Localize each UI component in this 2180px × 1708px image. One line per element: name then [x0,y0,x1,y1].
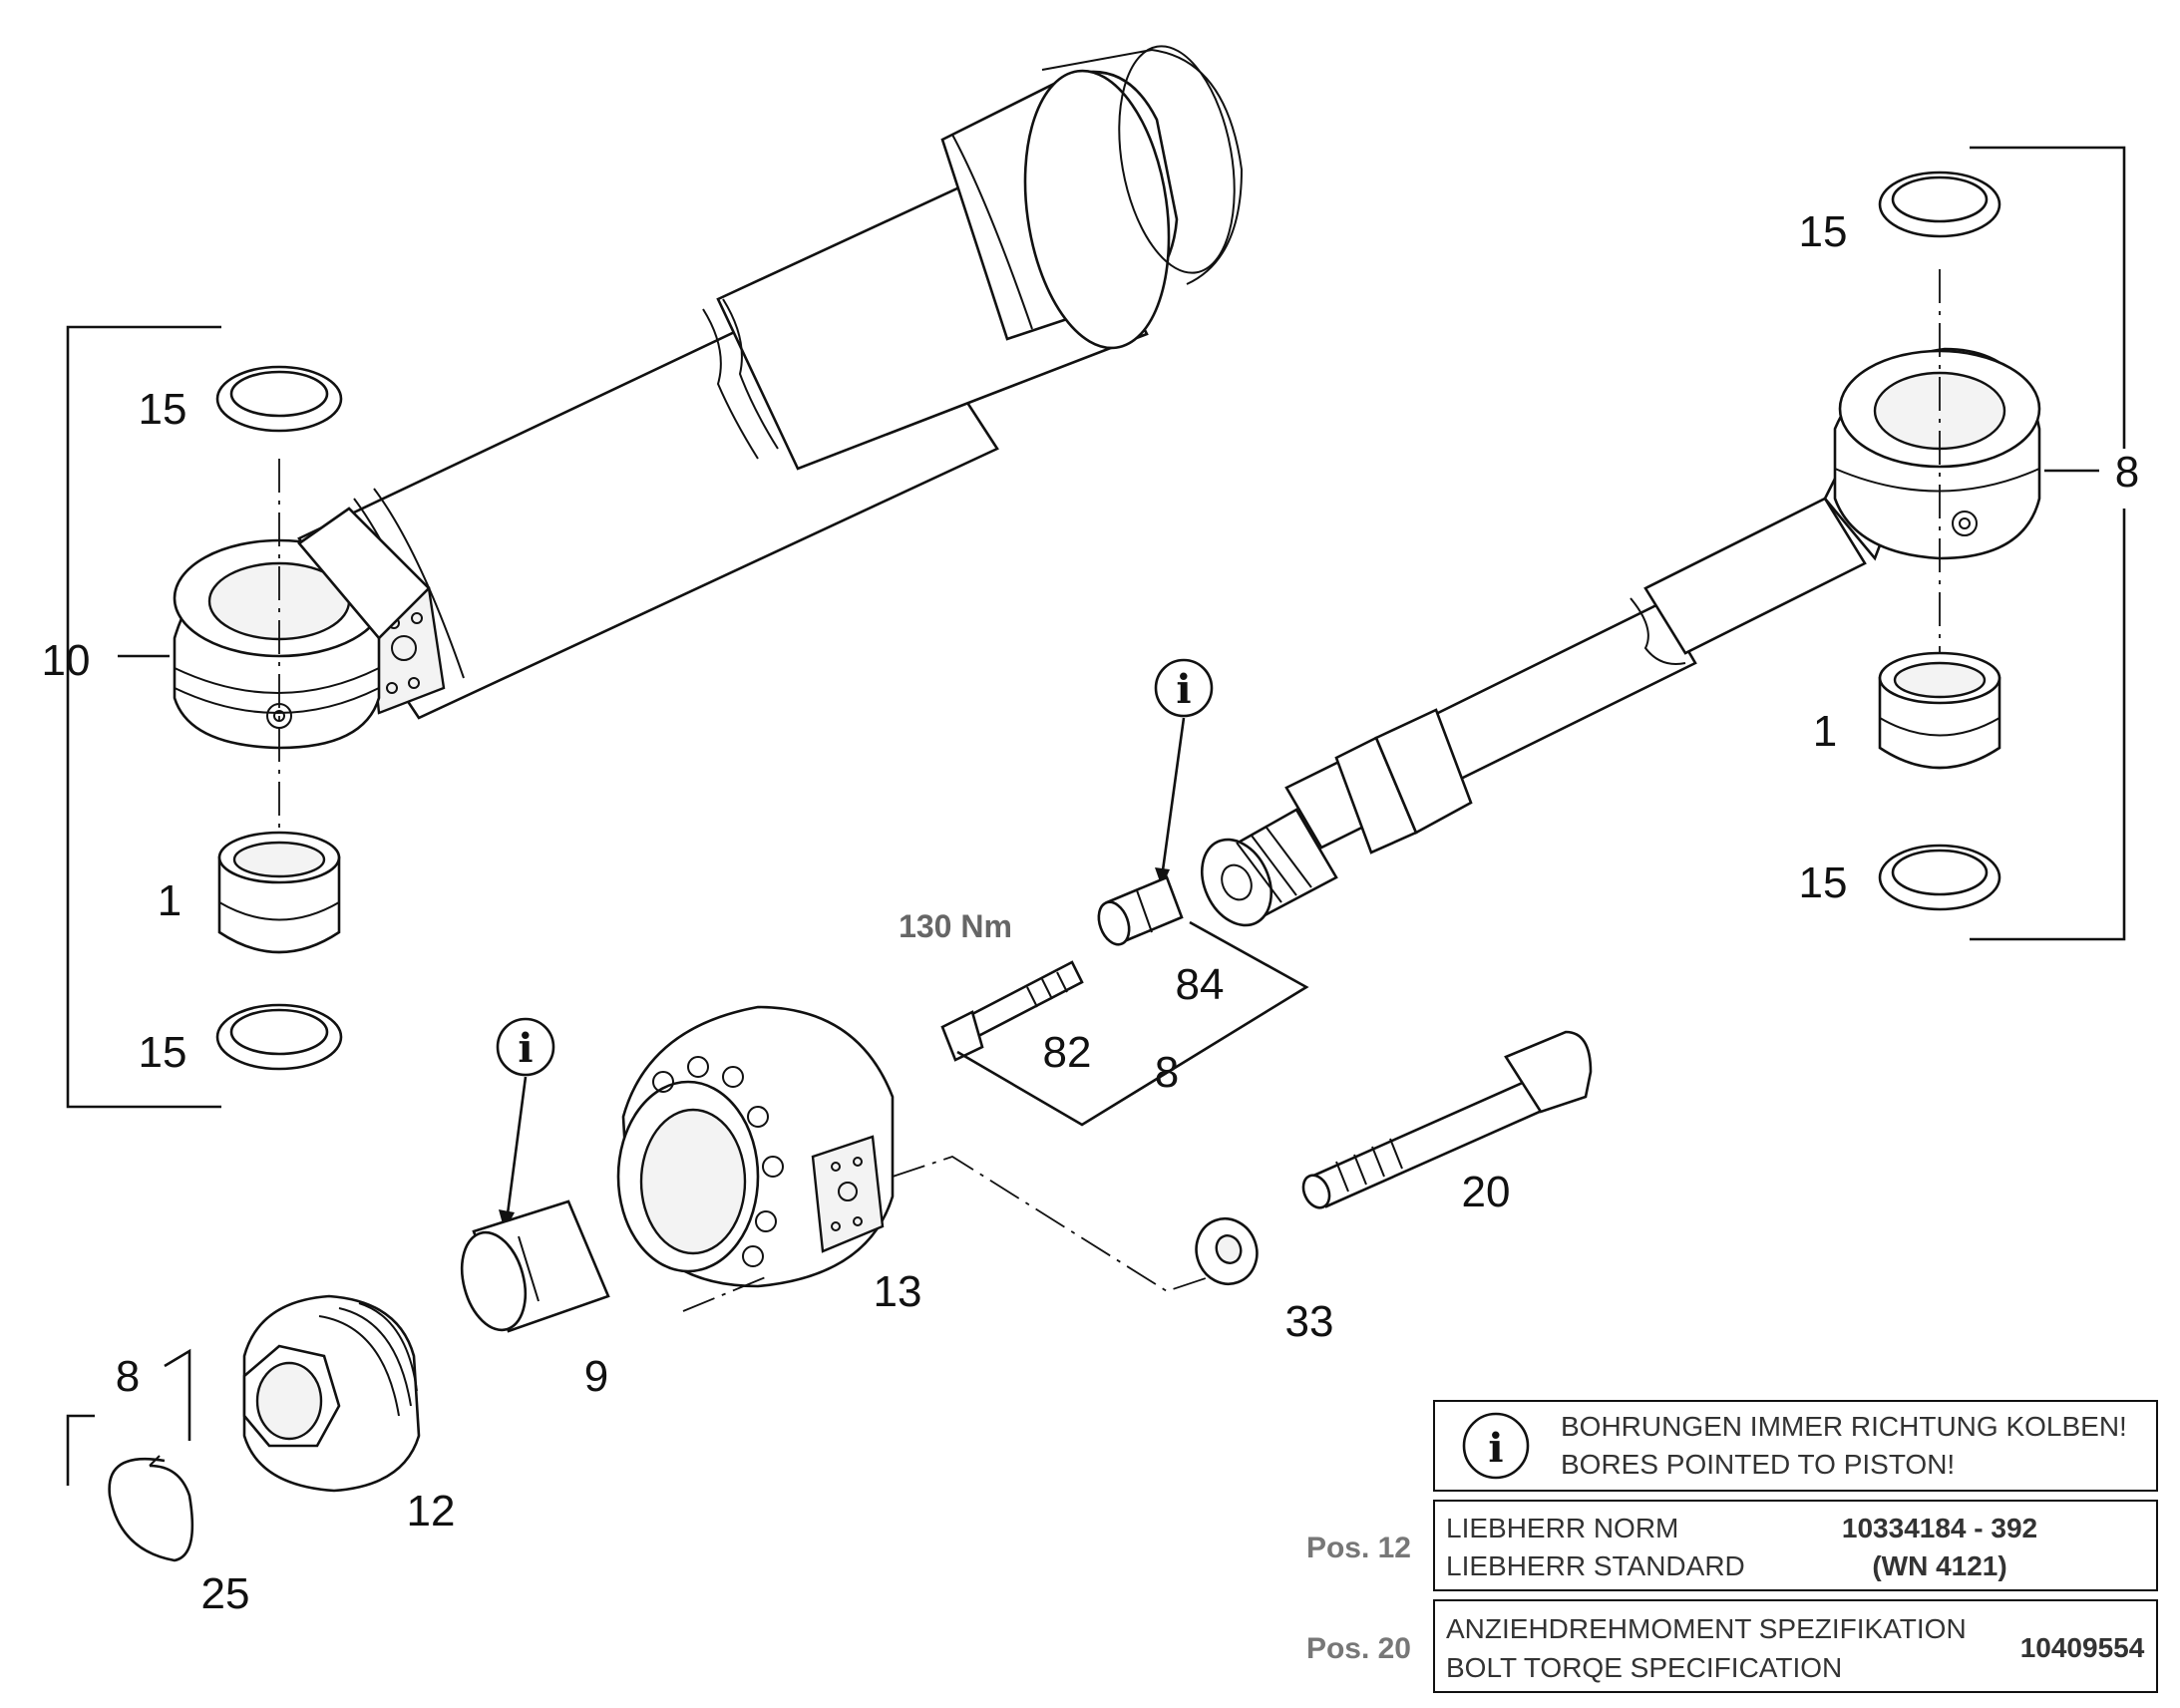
left-kit-bracket-a [66,1414,95,1486]
cylinder-barrel [297,45,1244,720]
right-bottom-ring [1878,844,2001,911]
callout-8-left: 8 [116,1352,140,1401]
info-note-line1: BOHRUNGEN IMMER RICHTUNG KOLBEN! [1561,1411,2127,1442]
callout-12: 12 [407,1487,456,1536]
piston-12 [242,1294,421,1493]
right-bracket [1970,146,2126,941]
callout-15-left-top: 15 [139,385,187,434]
pos20-label: Pos. 20 [1306,1632,1411,1665]
left-top-ring [215,365,343,433]
pos12-line2: LIEBHERR STANDARD [1446,1550,1745,1581]
info-note-line2: BORES POINTED TO PISTON! [1561,1449,1955,1480]
pos12-line1: LIEBHERR NORM [1446,1513,1678,1543]
callout-8-right: 8 [2115,448,2139,497]
center-kit-bracket [956,920,1309,1127]
callout-25: 25 [201,1569,250,1618]
svg-text:i: i [1176,666,1191,713]
bolt-82 [940,960,1084,1062]
callout-8-center: 8 [1155,1048,1179,1097]
bushing-9 [460,1199,610,1333]
callout-82: 82 [1043,1028,1092,1077]
left-bushing [217,831,341,954]
pos20-note: Pos. 20 ANZIEHDREHMOMENT SPEZIFIKATION B… [1306,1599,2158,1693]
pos12-value2: (WN 4121) [1872,1550,2006,1581]
pos20-line1: ANZIEHDREHMOMENT SPEZIFIKATION [1446,1613,1967,1644]
cylinder-head-13 [616,1005,895,1288]
right-top-ring [1878,171,2001,238]
left-kit-bracket-b [164,1348,191,1441]
callout-15-left-bottom: 15 [139,1028,187,1077]
nut-84 [1097,875,1184,946]
circlip-25 [108,1455,194,1562]
callout-20: 20 [1462,1168,1511,1216]
bolt-20 [1301,1030,1593,1209]
info-symbol-top: i [1154,658,1214,887]
piston-rod [1201,497,1867,927]
svg-text:i: i [518,1025,533,1072]
right-bearing-eye [1823,347,2041,561]
right-bushing [1878,651,2001,770]
callout-13: 13 [874,1267,922,1316]
pos12-value1: 10334184 - 392 [1842,1513,2037,1543]
callout-10: 10 [42,636,91,685]
info-note-box: i BOHRUNGEN IMMER RICHTUNG KOLBEN! BORES… [1433,1400,2158,1492]
pos20-value: 10409554 [2020,1632,2145,1663]
info-note-icon: i [1488,1425,1503,1472]
callout-9: 9 [584,1352,608,1401]
left-bottom-ring [215,1003,343,1071]
washer-33 [1195,1217,1259,1285]
torque-label: 130 Nm [899,908,1012,944]
head-bore-line [682,1275,769,1312]
callout-33: 33 [1285,1297,1334,1346]
callout-1-right: 1 [1813,707,1837,756]
callout-84: 84 [1176,960,1225,1009]
pos12-label: Pos. 12 [1306,1532,1411,1564]
callout-15-right-top: 15 [1799,207,1848,256]
pos20-line2: BOLT TORQE SPECIFICATION [1446,1652,1842,1683]
callout-15-right-bottom: 15 [1799,858,1848,907]
left-bracket [66,325,221,1109]
pos12-note: Pos. 12 LIEBHERR NORM LIEBHERR STANDARD … [1306,1500,2158,1591]
info-symbol-lower: i [496,1017,555,1231]
callout-1-left: 1 [158,876,182,925]
head-to-washer-line [892,1156,1213,1292]
